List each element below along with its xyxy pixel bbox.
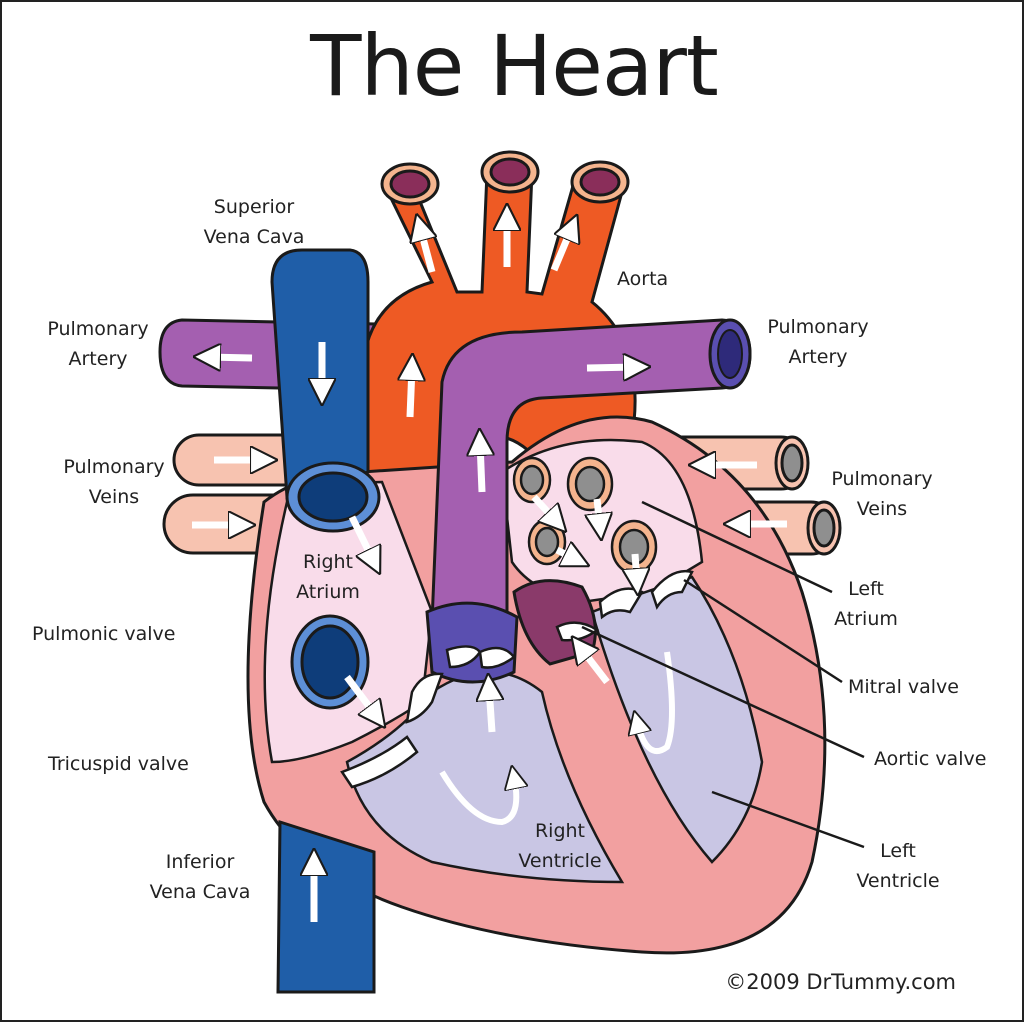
label-tricuspid-valve: Tricuspid valve <box>48 753 189 775</box>
leader-lines <box>581 500 865 849</box>
label-mitral-valve: Mitral valve <box>848 676 959 698</box>
label-aorta: Aorta <box>617 268 669 290</box>
label-aortic-valve: Aortic valve <box>874 748 987 770</box>
label-pulmonic-valve: Pulmonic valve <box>32 623 176 645</box>
copyright-notice: ©2009 DrTummy.com <box>725 970 956 994</box>
valve-leaflets <box>340 569 694 789</box>
ventricle-flow-arrows <box>439 651 675 826</box>
diagram-title: The Heart <box>310 17 719 115</box>
pulmonary-artery-right-lumen <box>717 329 743 379</box>
blood-flow-arrows <box>192 217 787 922</box>
pulmonary-vein-inlets <box>512 456 658 575</box>
pulmonic-valve-ring <box>425 601 519 684</box>
